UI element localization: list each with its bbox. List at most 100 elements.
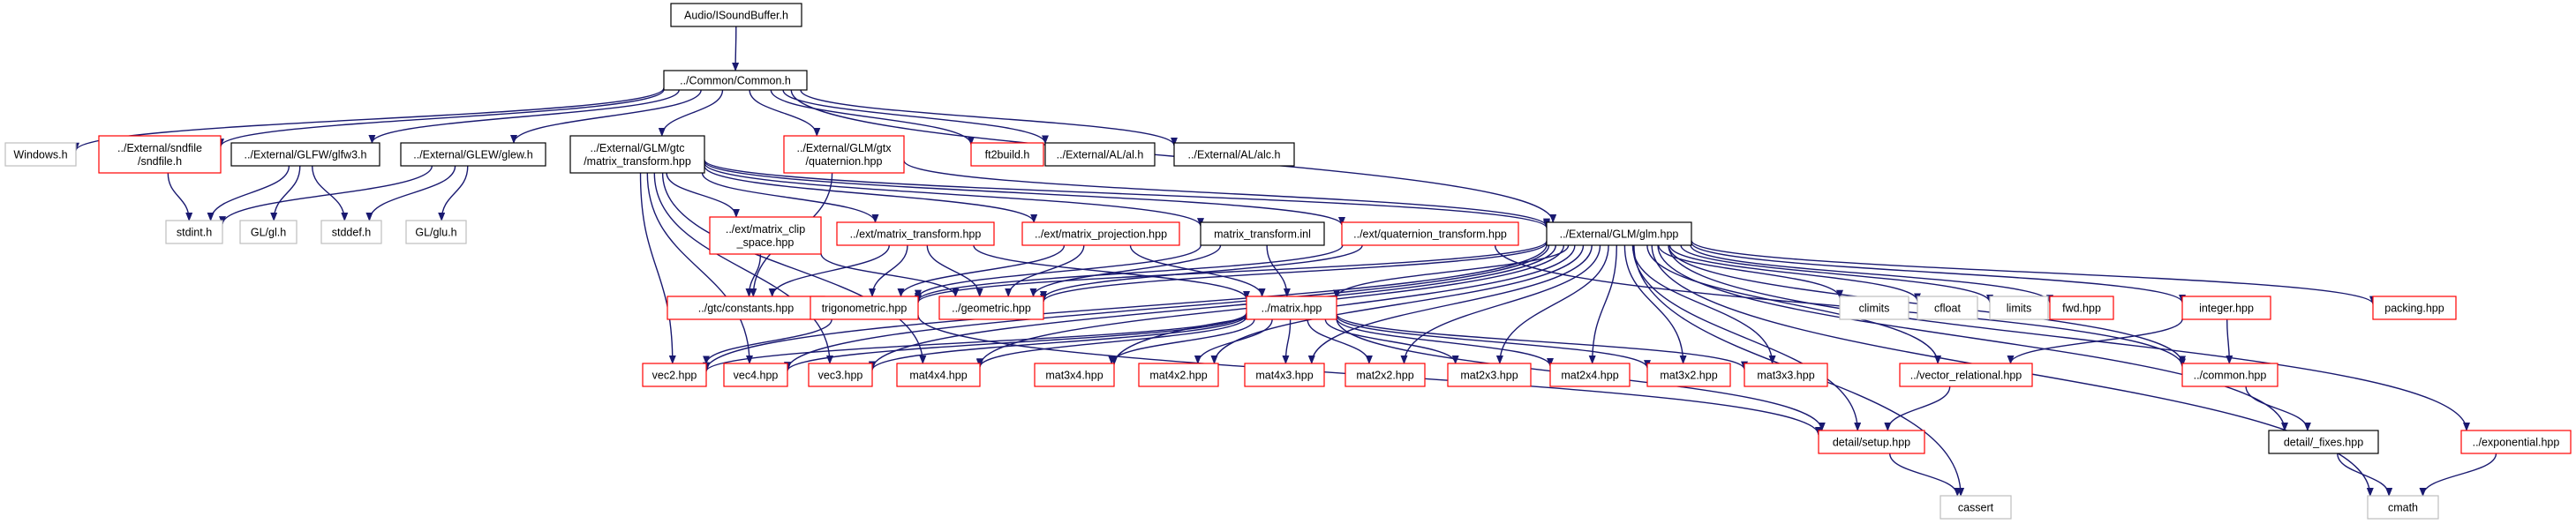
- node-glfw3-box: [230, 142, 380, 167]
- node-mtinl[interactable]: matrix_transform.inl: [1200, 221, 1325, 246]
- node-mat2x4[interactable]: mat2x4.hpp: [1549, 363, 1631, 387]
- node-common[interactable]: ../Common/Common.h: [663, 70, 808, 91]
- node-extqt[interactable]: ../ext/quaternion_transform.hpp: [1341, 221, 1519, 246]
- node-al-label-0: ../External/AL/al.h: [1057, 148, 1144, 161]
- node-stdint-box: [165, 220, 223, 244]
- node-common-label-0: ../Common/Common.h: [680, 74, 791, 86]
- node-mat4x3-box: [1244, 363, 1325, 387]
- node-fixes[interactable]: detail/_fixes.hpp: [2268, 430, 2379, 454]
- node-vecrel[interactable]: ../vector_relational.hpp: [1899, 363, 2033, 387]
- node-packing[interactable]: packing.hpp: [2372, 296, 2457, 320]
- node-gtcconst-box: [667, 296, 825, 320]
- node-commonhpp[interactable]: ../common.hpp: [2181, 363, 2278, 387]
- node-windows: Windows.h: [4, 142, 77, 167]
- edge-root-to-common: [732, 26, 740, 71]
- node-glew[interactable]: ../External/GLEW/glew.h: [400, 142, 546, 167]
- edge-extmt-to-matrix: [973, 244, 1250, 300]
- node-matrix[interactable]: ../matrix.hpp: [1246, 296, 1337, 320]
- node-trig[interactable]: trigonometric.hpp: [810, 296, 919, 320]
- edge-glm-to-packing: [1691, 240, 2376, 305]
- node-root-label-0: Audio/ISoundBuffer.h: [684, 9, 788, 21]
- node-integer[interactable]: integer.hpp: [2181, 296, 2271, 320]
- node-sndfile[interactable]: ../External/sndfile/sndfile.h: [98, 135, 222, 174]
- node-vec4-box: [723, 363, 788, 387]
- node-mtransform[interactable]: ../External/GLM/gtc/matrix_transform.hpp: [569, 135, 705, 174]
- node-fixes-label-0: detail/_fixes.hpp: [2284, 436, 2363, 448]
- node-vec4[interactable]: vec4.hpp: [723, 363, 788, 387]
- edge-mtinl-to-trig: [915, 244, 1201, 299]
- node-root-box: [670, 3, 802, 27]
- node-setup-box: [1818, 430, 1925, 454]
- node-mat3x2[interactable]: mat3x2.hpp: [1646, 363, 1731, 387]
- edge-matrix-to-mat2x2: [1307, 318, 1373, 364]
- node-mat3x4-box: [1034, 363, 1115, 387]
- node-vec3-label-0: vec3.hpp: [818, 369, 863, 381]
- edge-mtransform-to-extmt: [701, 172, 879, 223]
- edge-matrix-to-vec2: [703, 312, 1247, 373]
- node-vec3[interactable]: vec3.hpp: [808, 363, 873, 387]
- node-common-box: [663, 70, 808, 91]
- edge-glm-to-trig: [915, 240, 1548, 303]
- edge-mtinl-to-geom: [1029, 244, 1222, 297]
- node-fwd[interactable]: fwd.hpp: [2049, 296, 2114, 320]
- node-extmp-label-0: ../ext/matrix_projection.hpp: [1035, 228, 1167, 240]
- node-geom[interactable]: ../geometric.hpp: [938, 296, 1044, 320]
- edge-glew-to-glu: [438, 165, 469, 221]
- edge-glm-to-mat2x2: [1400, 244, 1601, 364]
- node-gtxquat-label-0: ../External/GLM/gtx: [797, 142, 893, 154]
- node-mat4x2[interactable]: mat4x2.hpp: [1138, 363, 1219, 387]
- node-vec2[interactable]: vec2.hpp: [642, 363, 707, 387]
- node-mat2x3[interactable]: mat2x3.hpp: [1447, 363, 1532, 387]
- node-mat3x3-box: [1744, 363, 1828, 387]
- node-exponential[interactable]: ../exponential.hpp: [2460, 430, 2572, 454]
- edge-mtransform-to-extqt: [704, 161, 1345, 226]
- node-glew-box: [400, 142, 546, 167]
- node-extmt-label-0: ../ext/matrix_transform.hpp: [850, 228, 982, 240]
- node-gtcconst[interactable]: ../gtc/constants.hpp: [667, 296, 825, 320]
- edge-matrix-to-mat4x2: [1194, 318, 1273, 364]
- node-ft2build[interactable]: ft2build.h: [970, 142, 1044, 167]
- edge-matrix-to-vec4: [784, 313, 1247, 372]
- edge-glm-to-mat3x4: [1111, 244, 1576, 366]
- node-setup[interactable]: detail/setup.hpp: [1818, 430, 1925, 454]
- node-glfw3[interactable]: ../External/GLFW/glfw3.h: [230, 142, 380, 167]
- node-extmp[interactable]: ../ext/matrix_projection.hpp: [1021, 221, 1180, 246]
- node-cassert-label-0: cassert: [1958, 501, 1994, 513]
- node-exponential-label-0: ../exponential.hpp: [2473, 436, 2560, 448]
- node-extmt[interactable]: ../ext/matrix_transform.hpp: [836, 221, 995, 246]
- node-mat4x4[interactable]: mat4x4.hpp: [896, 363, 981, 387]
- edge-fixes-to-cmath: [2337, 453, 2393, 497]
- edge-common-to-glm: [790, 89, 1557, 223]
- edge-glm-to-mat3x2: [1623, 244, 1687, 364]
- node-extqt-box: [1341, 221, 1519, 246]
- node-commonhpp-label-0: ../common.hpp: [2194, 369, 2267, 381]
- node-mtransform-label-1: /matrix_transform.hpp: [584, 155, 691, 168]
- edge-matrix-to-mat2x4: [1336, 318, 1554, 367]
- edge-glm-to-setup: [1632, 244, 1862, 431]
- node-mat2x2[interactable]: mat2x2.hpp: [1344, 363, 1426, 387]
- node-mat4x3[interactable]: mat4x3.hpp: [1244, 363, 1325, 387]
- node-cfloat-box: [1917, 296, 1978, 320]
- edge-commonhpp-to-fixes: [2245, 386, 2311, 431]
- node-mat3x3-label-0: mat3x3.hpp: [1757, 369, 1814, 381]
- node-climits-box: [1839, 296, 1909, 320]
- node-mat3x4[interactable]: mat3x4.hpp: [1034, 363, 1115, 387]
- node-stdint: stdint.h: [165, 220, 223, 244]
- node-clipspace[interactable]: ../ext/matrix_clip_space.hpp: [709, 216, 822, 255]
- edge-gtxquat-to-glm: [903, 160, 1550, 228]
- node-alc[interactable]: ../External/AL/alc.h: [1173, 142, 1295, 167]
- node-root[interactable]: Audio/ISoundBuffer.h: [670, 3, 802, 27]
- node-clipspace-box: [709, 216, 822, 255]
- node-mat4x4-box: [896, 363, 981, 387]
- node-glm[interactable]: ../External/GLM/glm.hpp: [1546, 221, 1692, 246]
- node-mat3x3[interactable]: mat3x3.hpp: [1744, 363, 1828, 387]
- edge-mtransform-to-mtinl: [704, 162, 1204, 228]
- node-extqt-label-0: ../ext/quaternion_transform.hpp: [1353, 228, 1507, 240]
- edge-glm-to-mat4x3: [1307, 244, 1593, 364]
- edge-glm-to-exponential: [1668, 244, 2470, 431]
- node-climits: climits: [1839, 296, 1909, 320]
- node-stddef: stddef.h: [320, 220, 382, 244]
- node-gtxquat[interactable]: ../External/GLM/gtx/quaternion.hpp: [783, 135, 905, 174]
- node-limits-box: [1989, 296, 2049, 320]
- node-al[interactable]: ../External/AL/al.h: [1044, 142, 1156, 167]
